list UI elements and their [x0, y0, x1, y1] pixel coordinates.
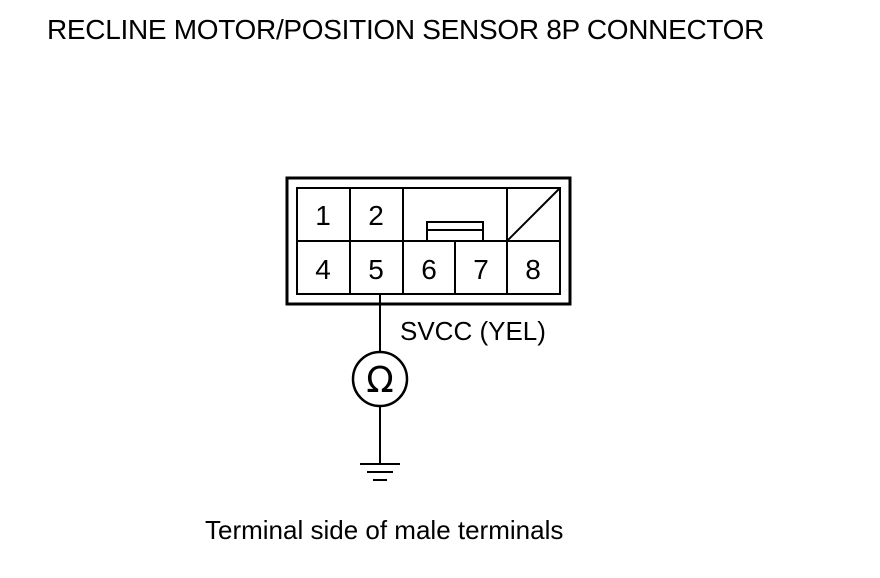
pin-label-6: 6 — [421, 254, 437, 285]
pin-label-1: 1 — [315, 200, 331, 231]
pin-label-8: 8 — [525, 254, 541, 285]
diagram-title: RECLINE MOTOR/POSITION SENSOR 8P CONNECT… — [47, 14, 765, 45]
ohm-icon: Ω — [366, 360, 394, 401]
pin-label-5: 5 — [368, 254, 384, 285]
pin-label-2: 2 — [368, 200, 384, 231]
connector-housing-outer — [285, 176, 572, 306]
diagram-caption: Terminal side of male terminals — [205, 515, 564, 545]
pin-label-7: 7 — [473, 254, 489, 285]
ground-icon — [360, 463, 400, 481]
blocked-cell-diagonal — [506, 187, 561, 242]
locking-tab — [426, 221, 484, 241]
pin-label-4: 4 — [315, 254, 331, 285]
wire-label: SVCC (YEL) — [400, 316, 546, 346]
